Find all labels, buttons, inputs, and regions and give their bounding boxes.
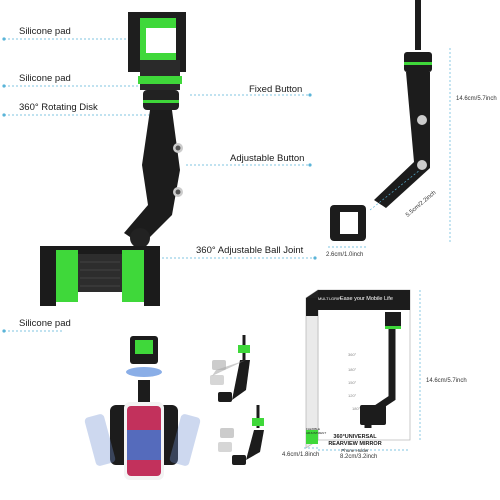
main-holder (40, 12, 186, 306)
package-box (305, 289, 411, 449)
angle-demo-top (210, 335, 250, 402)
side-view-holder (330, 0, 432, 241)
box-title-2: REARVIEW MIRROR (328, 441, 382, 447)
rotation-demo (84, 336, 201, 480)
dimension-box-height: 14.6cm/5.7inch (426, 378, 467, 384)
box-angle-4: 180° (352, 406, 361, 411)
dimension-clamp-width: 2.6cm/1.0inch (326, 252, 364, 258)
label-rotating-disk: 360° Rotating Disk (19, 102, 98, 113)
label-adjustable-button: Adjustable Button (230, 153, 305, 164)
box-slogan: Ease your Mobile Life (340, 296, 393, 302)
box-brand: MULTI-GRIP (318, 296, 341, 301)
box-title-1: 360°UNIVERSAL (333, 434, 377, 440)
box-angle-2: 150° (348, 380, 357, 385)
box-title-3: Phone Holder (341, 448, 369, 453)
dimension-box-width: 8.2cm/3.2inch (340, 454, 378, 460)
guide-dots (2, 37, 317, 333)
dimension-height-side: 14.6cm/5.7inch (456, 96, 497, 102)
label-silicone-pad-mid: Silicone pad (19, 73, 71, 84)
label-fixed-button: Fixed Button (249, 84, 303, 95)
label-ball-joint: 360° Adjustable Ball Joint (196, 245, 304, 256)
dimension-box-depth: 4.6cm/1.8inch (282, 452, 320, 458)
box-angle-3: 120° (348, 393, 357, 398)
box-side-text: FLEXIBLE ADJUSTMENT (306, 427, 327, 435)
label-silicone-pad-top: Silicone pad (19, 26, 71, 37)
angle-demo-bottom (218, 405, 264, 465)
box-angle-0: 360° (348, 352, 357, 357)
box-angle-1: 180° (348, 367, 357, 372)
label-silicone-pad-bottom: Silicone pad (19, 318, 71, 329)
guide-lines (4, 38, 315, 332)
